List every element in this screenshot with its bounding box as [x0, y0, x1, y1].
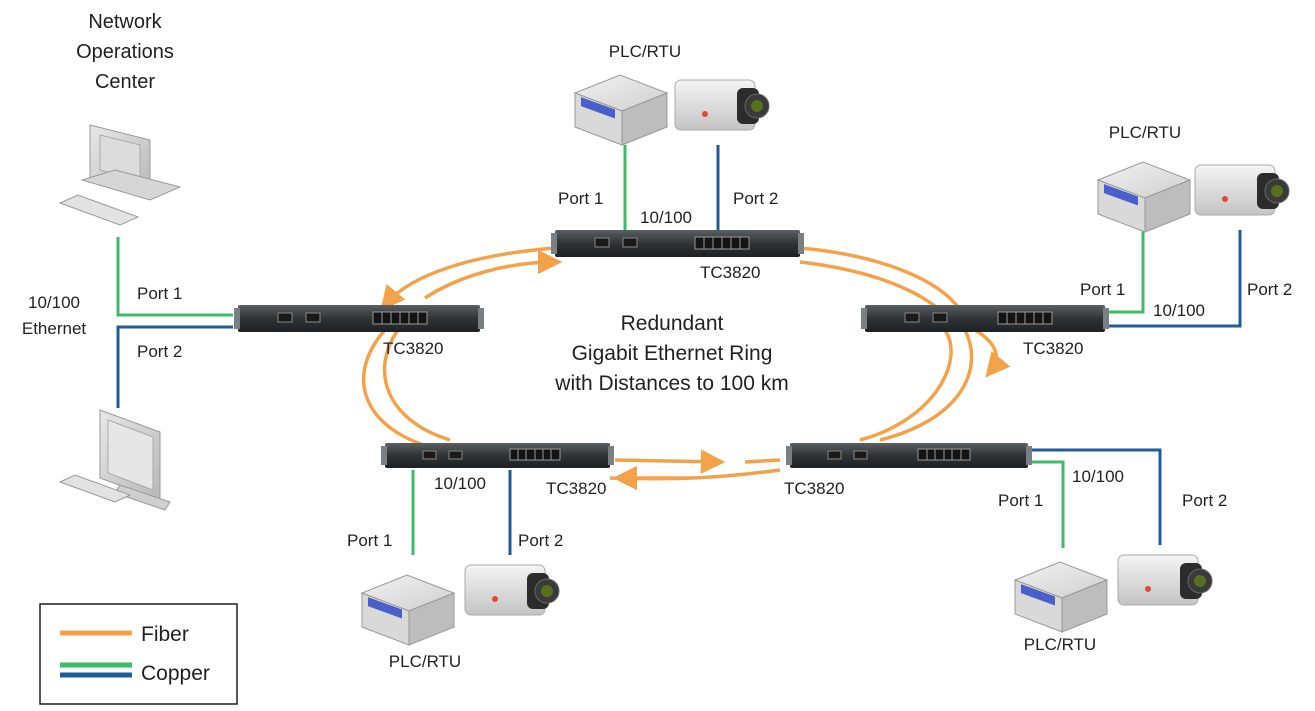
legend: Fiber Copper [39, 603, 238, 705]
right-port2-label: Port 2 [1247, 280, 1292, 299]
camera-icon [1194, 164, 1290, 216]
camera-icon [674, 79, 770, 131]
plc-rtu-box-icon [360, 574, 456, 646]
switch-bottom-left [381, 443, 614, 468]
switch-right-label: TC3820 [1023, 339, 1083, 358]
switch-top-label: TC3820 [700, 263, 760, 282]
camera-icon [464, 564, 560, 616]
noc-speed-label: 10/100 [28, 293, 80, 312]
legend-fiber-label: Fiber [141, 623, 189, 646]
bottom-left-speed-label: 10/100 [434, 474, 486, 493]
switch-top [551, 230, 804, 257]
noc-port1-label: Port 1 [137, 284, 182, 303]
noc-title-line-3: Center [95, 71, 155, 93]
bottom-right-plc-label: PLC/RTU [1024, 635, 1096, 654]
bottom-left-plc-label: PLC/RTU [389, 652, 461, 671]
switch-left [234, 305, 484, 332]
top-port1-label: Port 1 [558, 189, 603, 208]
plc-rtu-box-icon [1013, 561, 1109, 633]
desktop-computer-icon [58, 124, 182, 226]
switch-bottom-left-label: TC3820 [546, 479, 606, 498]
plc-rtu-box-icon [1096, 161, 1192, 233]
top-port2-label: Port 2 [733, 189, 778, 208]
top-plc-label: PLC/RTU [609, 42, 681, 61]
noc-ethernet-label: Ethernet [22, 319, 87, 338]
fiber-ring [361, 246, 1011, 491]
bottom-right-speed-label: 10/100 [1072, 467, 1124, 486]
right-plc-label: PLC/RTU [1109, 123, 1181, 142]
ring-title-line-1: Redundant [621, 312, 724, 335]
plc-rtu-box-icon [573, 74, 669, 146]
ring-title-line-3: with Distances to 100 km [554, 372, 788, 395]
camera-icon [1117, 554, 1213, 606]
bottom-left-port2-label: Port 2 [518, 531, 563, 550]
noc-title-line-2: Operations [76, 41, 174, 63]
bottom-left-port1-label: Port 1 [347, 531, 392, 550]
switch-bottom-right-label: TC3820 [784, 479, 844, 498]
legend-copper-label: Copper [141, 662, 210, 685]
ring-title-line-2: Gigabit Ethernet Ring [572, 342, 773, 365]
right-speed-label: 10/100 [1153, 301, 1205, 320]
right-port1-label: Port 1 [1080, 280, 1125, 299]
switch-bottom-right [786, 443, 1032, 468]
flat-monitor-icon [58, 409, 171, 511]
bottom-right-port1-label: Port 1 [998, 491, 1043, 510]
switch-left-label: TC3820 [383, 339, 443, 358]
copper-lines [116, 145, 1242, 555]
bottom-right-port2-label: Port 2 [1182, 491, 1227, 510]
switch-right [861, 305, 1109, 332]
noc-title-line-1: Network [88, 11, 162, 33]
noc-port2-label: Port 2 [137, 342, 182, 361]
top-speed-label: 10/100 [640, 208, 692, 227]
